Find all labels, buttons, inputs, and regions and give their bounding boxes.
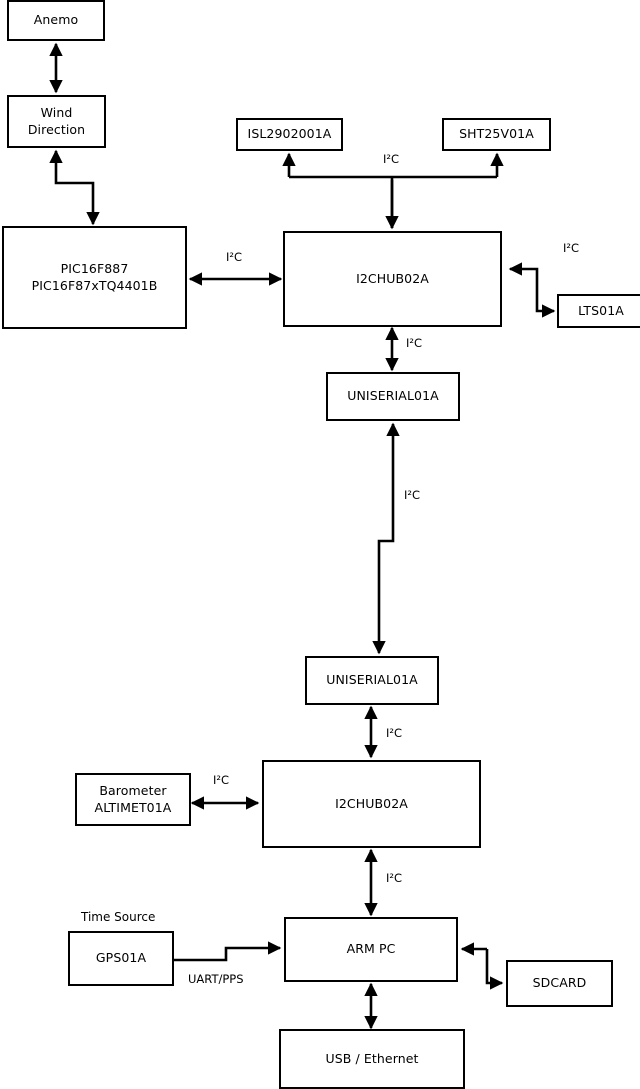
node-anemo-label: Anemo	[33, 12, 79, 28]
node-sdcard-label: SDCARD	[532, 975, 587, 991]
wire-hubtop-lts-in	[508, 262, 539, 281]
node-isl2902001a-label: ISL2902001A	[247, 126, 332, 142]
node-isl2902001a[interactable]: ISL2902001A	[236, 118, 343, 151]
node-usb-ethernet-label: USB / Ethernet	[325, 1050, 419, 1066]
edge-label-pic-hub: I²C	[226, 250, 243, 264]
wire-uniserial1-uniserial2	[372, 422, 400, 655]
label-time-source: Time Source	[81, 910, 156, 924]
node-i2chub02a-bottom-label: I2CHUB02A	[335, 795, 408, 811]
edge-label-uniserial2-hub: I²C	[386, 726, 403, 740]
node-uniserial01a-lower[interactable]: UNISERIAL01A	[305, 656, 439, 705]
node-lts01a[interactable]: LTS01A	[557, 294, 640, 328]
wire-hubtop-lts-out	[535, 281, 556, 318]
node-lts01a-label: LTS01A	[578, 302, 624, 318]
edge-label-uniserial-link: I²C	[404, 488, 421, 502]
wire-armpc-sdcard-in	[485, 949, 504, 990]
node-wind-direction[interactable]: Wind Direction	[7, 95, 106, 148]
edge-label-sensors-bus: I²C	[383, 152, 400, 166]
edge-label-baro-hub: I²C	[213, 773, 230, 787]
node-anemo[interactable]: Anemo	[7, 0, 105, 41]
node-uniserial01a-lower-label: UNISERIAL01A	[326, 672, 418, 688]
node-barometer-altimet01a[interactable]: Barometer ALTIMET01A	[75, 773, 191, 826]
wire-pic-wind	[49, 149, 100, 226]
node-pic16f887-label: PIC16F887 PIC16F87xTQ4401B	[31, 261, 158, 293]
node-i2chub02a-top[interactable]: I2CHUB02A	[283, 231, 502, 327]
edge-label-hub-lts: I²C	[563, 241, 580, 255]
edge-label-hub-uniserial: I²C	[406, 336, 423, 350]
node-i2chub02a-top-label: I2CHUB02A	[356, 270, 429, 286]
node-sdcard[interactable]: SDCARD	[506, 960, 613, 1007]
wire-gps-armpc	[174, 941, 282, 962]
node-gps01a-label: GPS01A	[95, 950, 147, 966]
node-gps01a[interactable]: GPS01A	[68, 931, 174, 986]
node-sht25v01a-label: SHT25V01A	[459, 126, 534, 142]
node-pic16f887[interactable]: PIC16F887 PIC16F87xTQ4401B	[2, 226, 187, 329]
edge-label-gps-armpc: UART/PPS	[188, 972, 244, 986]
node-uniserial01a-upper-label: UNISERIAL01A	[347, 388, 439, 404]
node-barometer-altimet01a-label: Barometer ALTIMET01A	[94, 783, 172, 815]
node-uniserial01a-upper[interactable]: UNISERIAL01A	[326, 372, 460, 421]
node-arm-pc[interactable]: ARM PC	[284, 917, 458, 982]
node-i2chub02a-bottom[interactable]: I2CHUB02A	[262, 760, 481, 848]
node-arm-pc-label: ARM PC	[346, 941, 396, 957]
node-wind-direction-label: Wind Direction	[27, 105, 86, 137]
node-sht25v01a[interactable]: SHT25V01A	[442, 118, 551, 151]
node-usb-ethernet[interactable]: USB / Ethernet	[279, 1029, 465, 1089]
edge-label-hub-armpc: I²C	[386, 871, 403, 885]
